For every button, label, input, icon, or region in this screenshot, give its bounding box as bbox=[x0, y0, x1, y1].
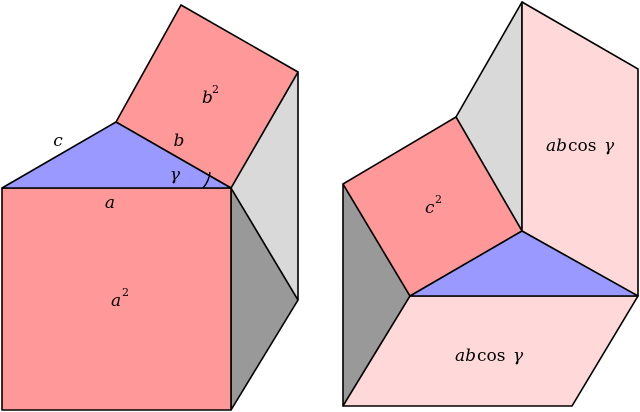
svg-text:b: b bbox=[202, 88, 213, 108]
label-c-squared: c 2 bbox=[425, 193, 442, 218]
label-parallelogram-top: ab cos γ bbox=[546, 136, 615, 156]
svg-text:ab: ab bbox=[546, 136, 567, 156]
svg-text:γ: γ bbox=[604, 136, 615, 156]
svg-text:2: 2 bbox=[212, 83, 219, 96]
label-b-squared: b 2 bbox=[202, 83, 219, 108]
svg-text:c: c bbox=[425, 198, 435, 218]
svg-text:2: 2 bbox=[122, 286, 129, 299]
svg-text:ab: ab bbox=[455, 346, 476, 366]
angle-gamma-arc bbox=[202, 171, 211, 189]
label-side-c: c bbox=[53, 131, 63, 151]
label-a-squared: a 2 bbox=[111, 286, 129, 311]
svg-text:a: a bbox=[111, 291, 121, 311]
svg-text:cos: cos bbox=[477, 346, 505, 366]
label-parallelogram-bottom: ab cos γ bbox=[455, 346, 524, 366]
right-triangle-right bbox=[409, 230, 639, 297]
svg-text:γ: γ bbox=[513, 346, 524, 366]
right-figure: c 2 ab cos γ ab cos γ bbox=[342, 1, 639, 407]
svg-text:cos: cos bbox=[568, 136, 596, 156]
label-side-b: b bbox=[174, 131, 185, 151]
label-side-a: a bbox=[105, 193, 115, 213]
left-figure: c b a γ a 2 b 2 bbox=[1, 4, 299, 411]
label-angle-gamma: γ bbox=[170, 165, 181, 185]
svg-text:2: 2 bbox=[435, 193, 442, 206]
right-triangle-left bbox=[1, 121, 232, 189]
